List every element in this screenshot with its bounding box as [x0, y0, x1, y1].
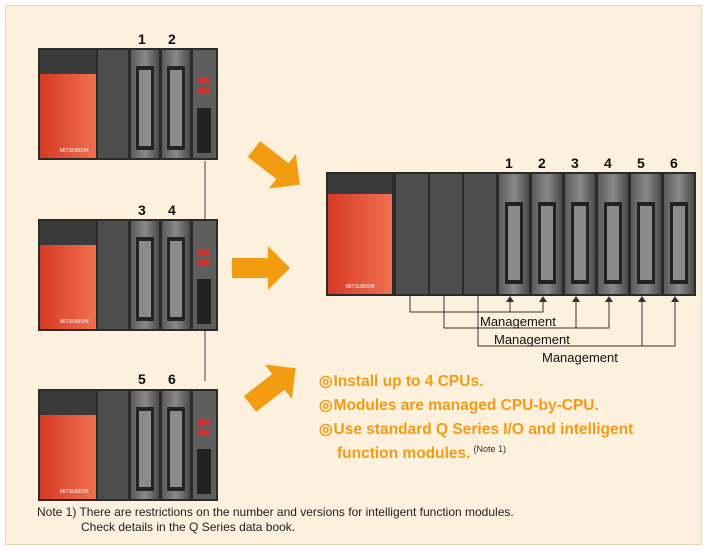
rack-3: MITSUBISHI — [38, 389, 218, 501]
mitsubishi-logo: MITSUBISHI — [346, 284, 375, 290]
combined-label-5: 5 — [637, 155, 645, 171]
footnote-line-2: Check details in the Q Series data book. — [81, 520, 296, 534]
rack-3-label-6: 6 — [168, 371, 176, 387]
bullet-managed-cpu: ◎Modules are managed CPU-by-CPU. — [319, 397, 599, 414]
rack-1-label-2: 2 — [168, 31, 176, 47]
rack-2-label-3: 3 — [138, 202, 146, 218]
bullet-standard-modules-cont: function modules.(Note 1) — [337, 444, 506, 463]
management-label-3: Management — [542, 350, 618, 365]
rack-2-label-4: 4 — [168, 202, 176, 218]
diagram-panel: MITSUBISHI 1 2 MITSUBISHI — [5, 5, 702, 545]
bullet-install-cpus: ◎Install up to 4 CPUs. — [319, 373, 484, 390]
combined-label-6: 6 — [670, 155, 678, 171]
combined-label-4: 4 — [604, 155, 612, 171]
mitsubishi-logo: MITSUBISHI — [60, 148, 89, 154]
combined-label-1: 1 — [505, 155, 513, 171]
management-arrowheads — [506, 296, 679, 302]
rack-1-label-1: 1 — [138, 31, 146, 47]
mitsubishi-logo: MITSUBISHI — [60, 489, 89, 495]
bullet-standard-modules: ◎Use standard Q Series I/O and intellige… — [319, 421, 634, 438]
arrow-middle — [232, 246, 290, 290]
combined-label-3: 3 — [571, 155, 579, 171]
footnote-line-1: Note 1) There are restrictions on the nu… — [37, 505, 514, 519]
note-reference: (Note 1) — [473, 444, 506, 454]
management-label-1: Management — [480, 314, 556, 329]
arrow-bottom — [243, 364, 296, 412]
arrow-top — [247, 141, 300, 189]
combined-rack: MITSUBISHI — [326, 172, 696, 296]
rack-1: MITSUBISHI — [38, 48, 218, 160]
rack-2: MITSUBISHI — [38, 219, 218, 331]
rack-3-label-5: 5 — [138, 371, 146, 387]
multi-cpu-diagram: MITSUBISHI 1 2 MITSUBISHI — [38, 31, 696, 501]
mitsubishi-logo: MITSUBISHI — [60, 319, 89, 325]
management-label-2: Management — [494, 332, 570, 347]
management-lines — [409, 296, 676, 347]
combined-label-2: 2 — [538, 155, 546, 171]
